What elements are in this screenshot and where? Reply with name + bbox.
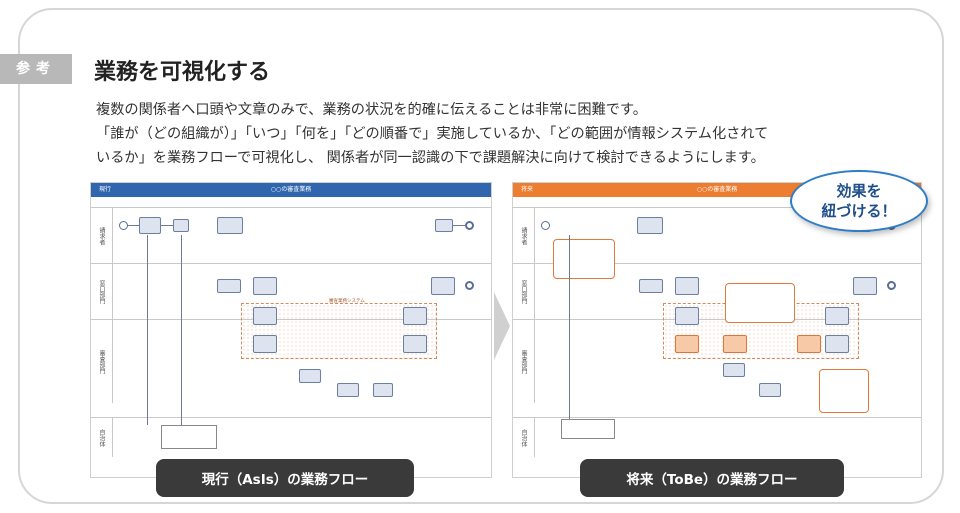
process-box [253,307,277,325]
process-box [217,279,241,293]
process-box [373,383,393,397]
effect-badge: 効果を 紐づける！ [790,170,928,232]
process-box [435,219,453,232]
process-box [403,335,427,353]
asis-header-key: 現行 [99,186,112,193]
process-box [253,335,277,353]
lane-requester: 請求者 [91,207,491,263]
badge-line-1: 効果を [836,182,882,200]
lane-window: 窓口部門 [91,263,491,319]
badge-line-2: 紐づける！ [821,202,897,220]
lane-requester: 請求者 [513,207,921,263]
system-label: 審査業務システム [329,299,365,304]
note [161,425,217,449]
improved-process-box [723,335,747,353]
tobe-header-key: 将来 [521,186,534,193]
callout-note [553,239,615,279]
lane-municipality: 自治体 [91,417,491,457]
end-event [465,221,474,230]
process-box [759,383,781,397]
start-event [119,221,128,230]
note [561,419,615,439]
page-title: 業務を可視化する [94,60,271,85]
body-line-3: いるか」を業務フローで可視化し、 関係者が同一認識の下で課題解決に向けて検討でき… [96,150,765,166]
end-event [887,281,896,290]
process-box [637,217,663,234]
process-box [173,219,189,232]
process-box [299,369,321,383]
body-line-1: 複数の関係者へ口頭や文章のみで、業務の状況を的確に伝えることは非常に困難です。 [96,102,647,118]
process-box [403,307,427,325]
process-box [139,217,161,234]
body-text: 複数の関係者へ口頭や文章のみで、業務の状況を的確に伝えることは非常に困難です。 … [96,98,926,170]
callout-note [819,369,869,413]
process-box [639,279,663,293]
asis-flow-diagram: 現行 ○○の審査業務 請求者 窓口部門 審査部門 自治体 審査業務システム [90,182,492,478]
body-line-2: 「誰が（どの組織が）」「いつ」「何を」「どの順番で」実施しているか、「どの範囲が… [96,126,769,142]
process-box [853,277,877,295]
process-box [825,335,849,353]
improved-process-box [675,335,699,353]
transition-arrow [494,292,510,360]
improved-process-box [797,335,821,353]
process-box [253,277,277,295]
process-box [431,277,455,295]
process-box [825,307,849,325]
process-box [337,383,359,397]
asis-header-title: ○○の審査業務 [270,186,312,193]
asis-flow-header: 現行 ○○の審査業務 [91,183,491,197]
lane-municipality: 自治体 [513,417,921,457]
tobe-header-title: ○○の審査業務 [696,186,738,193]
end-event [465,281,474,290]
process-box [675,307,699,325]
lane-window: 窓口部門 [513,263,921,319]
tobe-caption: 将来（ToBe）の業務フロー [580,459,844,497]
asis-caption: 現行（AsIs）の業務フロー [156,459,414,497]
start-event [541,221,550,230]
callout-note [725,283,795,323]
process-box [675,277,699,295]
process-box [217,217,243,234]
process-box [723,363,745,377]
reference-tag: 参考 [0,54,72,84]
